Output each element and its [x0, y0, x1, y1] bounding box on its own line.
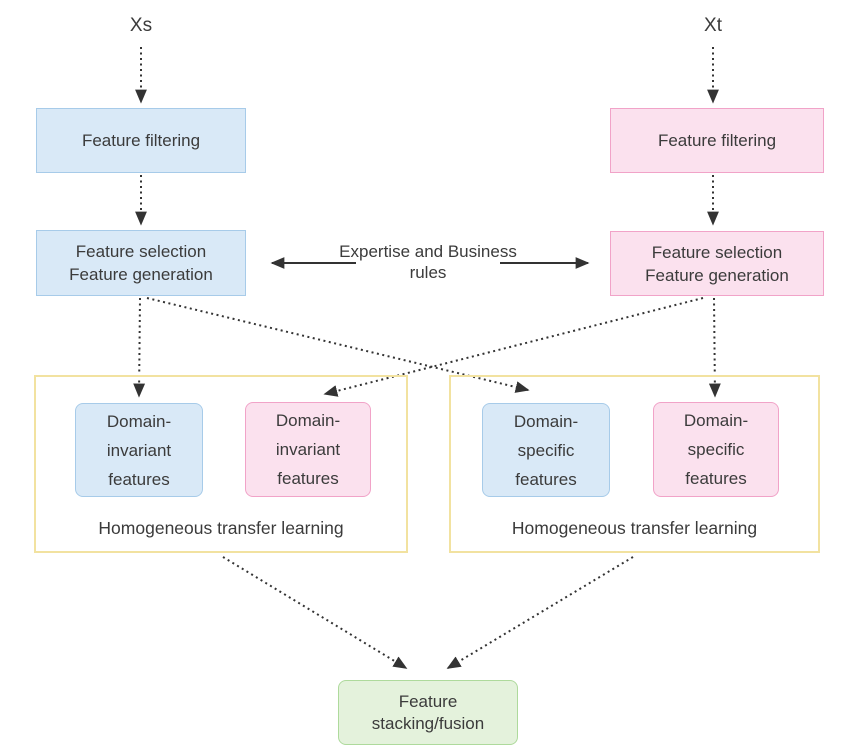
domain-invariant-source-line3: features [108, 469, 170, 489]
domain-invariant-source-line2: invariant [106, 440, 172, 460]
domain-invariant-target-line1: Domain- [275, 411, 341, 430]
left-transfer-container-label: Homogeneous transfer learning [98, 518, 344, 538]
expertise-note: Expertise and Business rules [333, 241, 523, 283]
left-transfer-container: Homogeneous transfer learning [34, 375, 408, 553]
feature-selection-target-line2: Feature generation [645, 265, 789, 285]
feature-filtering-target-box: Feature filtering [610, 108, 824, 173]
domain-invariant-target-box: Domain- invariant features [245, 402, 371, 497]
feature-filtering-source-box: Feature filtering [36, 108, 246, 173]
arrow-left-container-to-fusion [222, 556, 408, 669]
domain-invariant-source-line1: Domain- [106, 411, 172, 431]
domain-specific-target-line3: features [685, 469, 747, 488]
domain-specific-target-line1: Domain- [683, 411, 749, 430]
source-input-label: Xs [129, 15, 153, 36]
domain-invariant-target-line3: features [277, 469, 339, 488]
feature-selection-source-line2: Feature generation [69, 265, 213, 284]
right-transfer-container: Homogeneous transfer learning [449, 375, 820, 553]
expertise-note-line2: Business rules [409, 242, 517, 282]
feature-fusion-box: Feature stacking/fusion [338, 680, 518, 745]
feature-fusion-line2: stacking/fusion [371, 713, 485, 733]
domain-specific-source-box: Domain- specific features [482, 403, 610, 497]
target-input-label: Xt [704, 15, 722, 36]
feature-selection-target-box: Feature selection Feature generation [610, 231, 824, 296]
feature-filtering-source-label: Feature filtering [81, 131, 201, 150]
domain-specific-target-box: Domain- specific features [653, 402, 779, 497]
feature-selection-source-line1: Feature selection [75, 242, 207, 261]
domain-invariant-target-line2: invariant [275, 440, 341, 459]
feature-selection-source-box: Feature selection Feature generation [36, 230, 246, 296]
domain-invariant-source-box: Domain- invariant features [75, 403, 203, 497]
right-transfer-container-label: Homogeneous transfer learning [511, 518, 758, 538]
arrow-right-container-to-fusion [446, 556, 634, 669]
domain-specific-source-line1: Domain- [513, 411, 579, 431]
domain-specific-target-line2: specific [687, 440, 745, 459]
expertise-note-line1: Expertise and [339, 242, 444, 261]
feature-selection-target-line1: Feature selection [651, 242, 783, 262]
feature-fusion-line1: Feature [398, 691, 458, 711]
feature-filtering-target-label: Feature filtering [657, 131, 777, 150]
domain-specific-source-line2: specific [517, 440, 575, 460]
domain-specific-source-line3: features [515, 469, 577, 489]
